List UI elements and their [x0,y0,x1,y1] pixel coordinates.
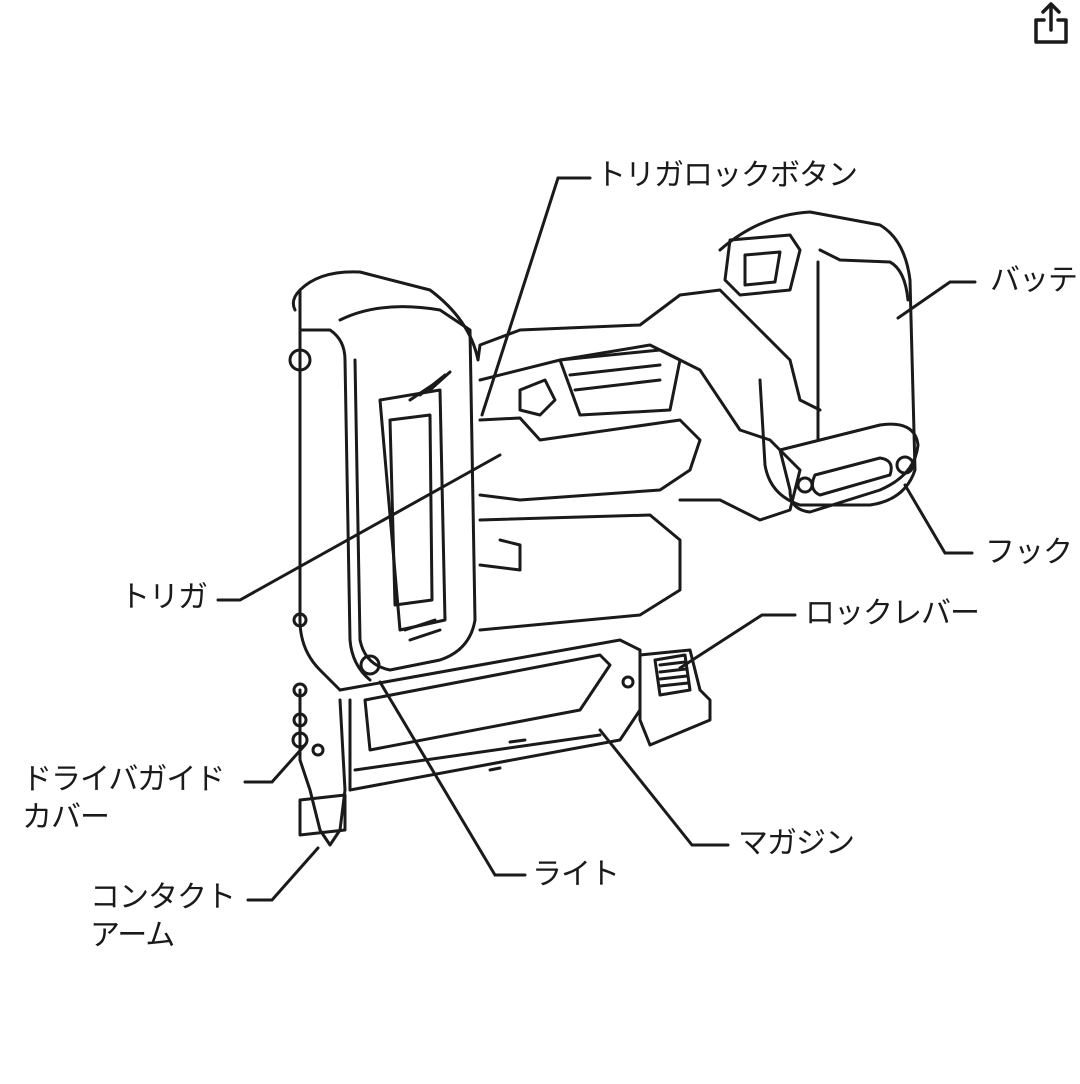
leader-magazine [598,728,730,847]
tool-body [288,288,477,692]
label-light: ライト [532,857,620,892]
hook-part [778,422,920,514]
leader-trigger [216,453,502,602]
leader-trigger-lock [480,176,592,417]
label-battery: バッテ [990,263,1078,298]
label-driver-guide-cover-line1: ドライバガイド [22,762,225,797]
leader-lock-lever [678,613,797,670]
driver-guide-part [291,682,347,847]
leader-battery [896,280,977,320]
share-button[interactable] [1026,0,1076,50]
lock-lever-part [621,648,712,747]
label-trigger-lock-button: トリガロックボタン [596,158,858,193]
label-contact-arm-line1: コンタクト [90,880,236,915]
leader-light [378,680,527,877]
label-magazine: マガジン [738,826,855,861]
label-trigger: トリガ [120,580,208,615]
leader-contact-arm [246,846,320,902]
label-contact-arm-line2: アーム [90,918,175,953]
tool-housing [298,270,822,632]
share-icon [1034,2,1068,44]
magazine-body [338,638,642,792]
leader-driver-guide [243,743,307,784]
label-hook: フック [985,535,1073,570]
leader-hook [903,483,974,555]
battery-pack [718,210,917,507]
label-lock-lever: ロックレバー [805,596,980,631]
label-driver-guide-cover-line2: カバー [22,800,110,835]
